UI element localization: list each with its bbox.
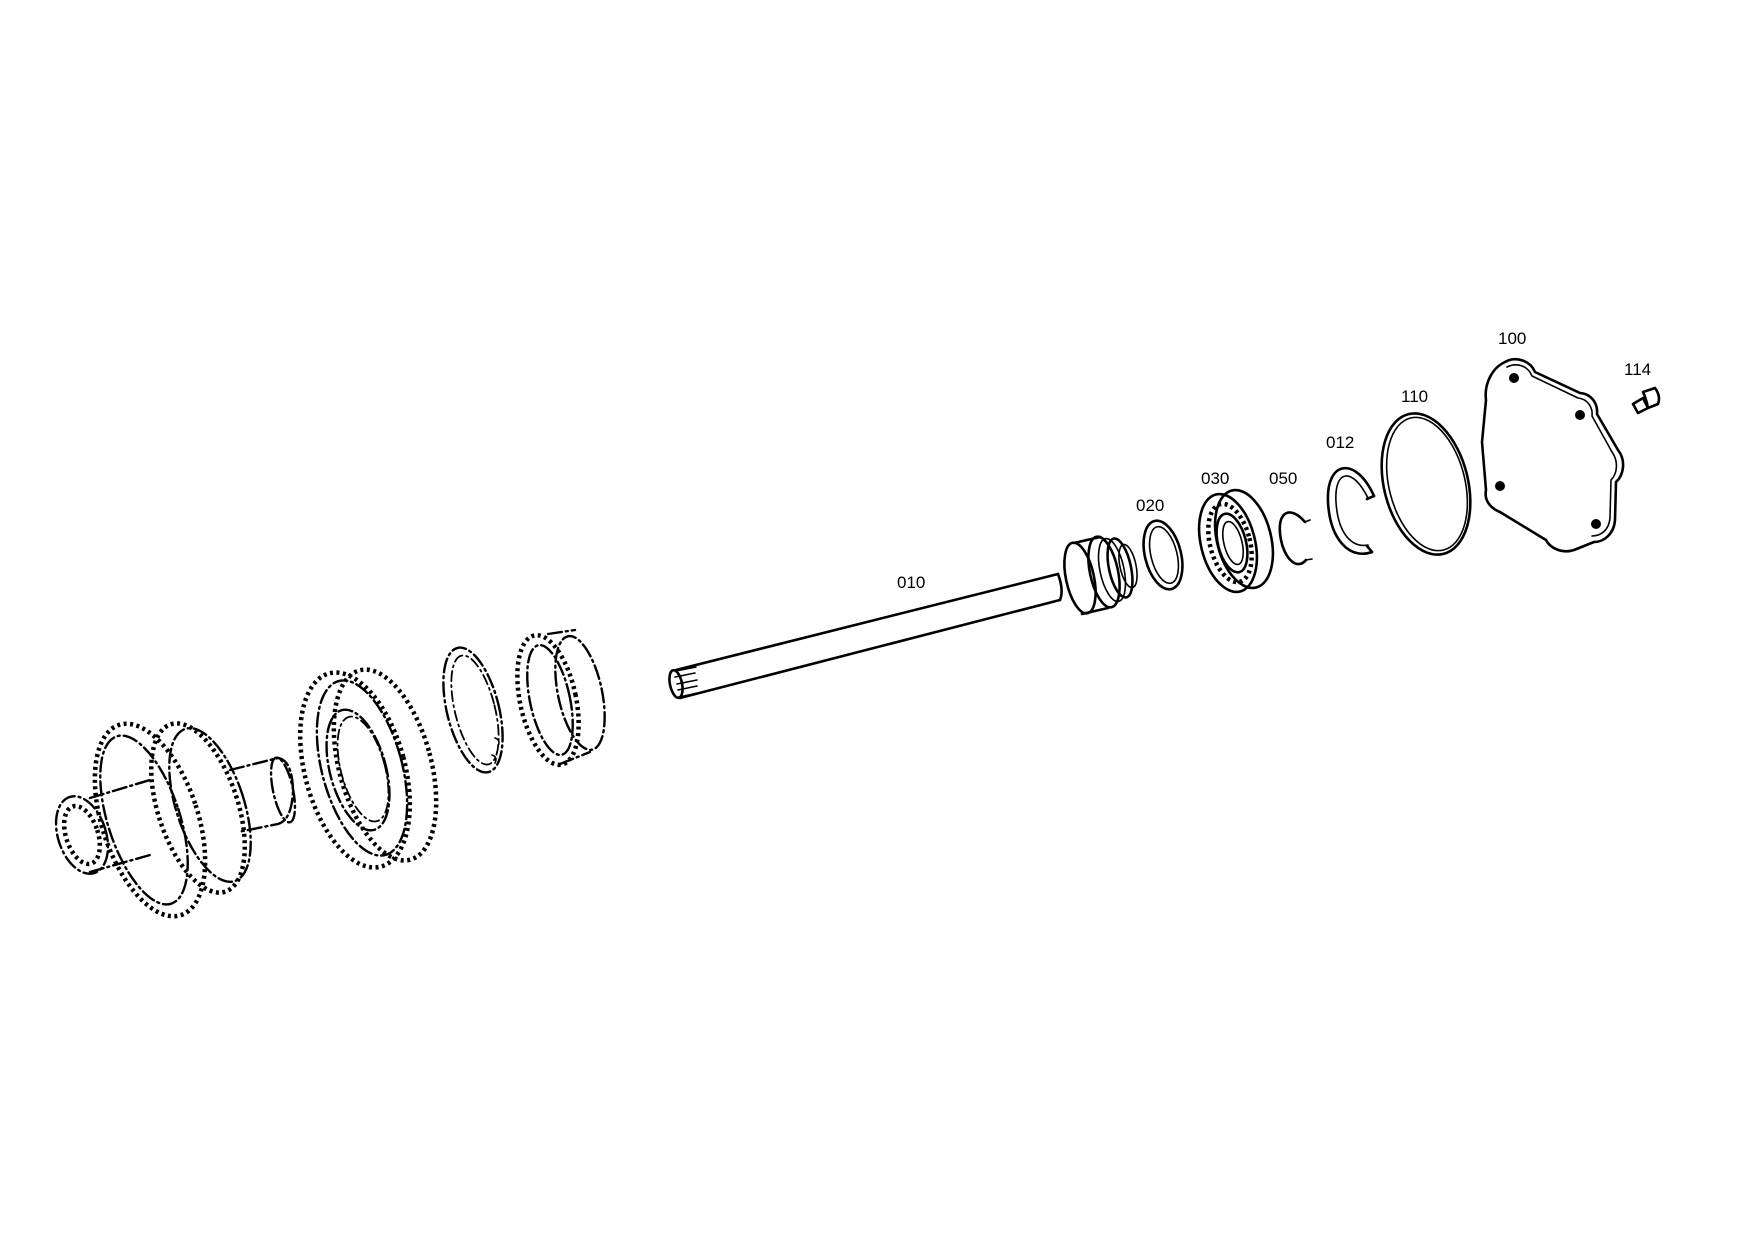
shaft-collar-groove1 [1097, 537, 1127, 603]
part-050-circlip [1278, 511, 1313, 566]
large-gear-rim [315, 679, 409, 857]
large-gear-bore-inner [336, 715, 390, 823]
cluster-gear-back [148, 721, 248, 895]
cluster-hub-ring [54, 795, 110, 875]
ghost-gear-cluster [54, 721, 297, 919]
large-gear-teeth-back [331, 667, 439, 863]
part-012-retaining-ring [1326, 466, 1376, 555]
race-back [554, 634, 606, 752]
shaft-collar-back [1087, 535, 1121, 609]
part-010-shaft [668, 535, 1138, 700]
shaft-shoulder [1056, 572, 1063, 602]
bearing-inner-race [1215, 512, 1249, 574]
label-110: 110 [1401, 387, 1428, 406]
cover-bolt-hole-2 [1575, 410, 1585, 420]
part-030-bearing [1197, 488, 1275, 594]
snap-ring-inner [450, 654, 500, 766]
cluster-shaft-end [269, 756, 297, 824]
race-sides [546, 628, 592, 766]
shaft-body [674, 572, 1062, 700]
cover-bolt-hole-4 [1495, 481, 1505, 491]
circlip-050 [1278, 511, 1308, 566]
label-050: 050 [1269, 469, 1297, 488]
large-gear-teeth-front [297, 670, 413, 870]
shaft-collar-front [1063, 541, 1097, 615]
bearing-ball-track [1206, 501, 1254, 585]
snap-ring-tips [491, 737, 500, 764]
o-ring-110-outer [1380, 412, 1472, 556]
cover-bolt-hole-3 [1591, 519, 1601, 529]
part-100-cover-plate [1480, 358, 1625, 553]
part-114-plug [1631, 386, 1661, 415]
cluster-hub-body [88, 778, 152, 874]
bearing-bore [1221, 520, 1245, 566]
ring-012-body [1326, 466, 1376, 555]
cluster-gear-back-rim [168, 726, 252, 884]
ring-012-inner [1335, 475, 1369, 547]
part-110-o-ring [1380, 412, 1472, 556]
shaft-spline-lines [674, 666, 699, 698]
cluster-shaft-body [228, 756, 295, 834]
large-gear-bore [325, 708, 391, 832]
cluster-gear-teeth [92, 721, 208, 919]
ring-020-outer [1142, 519, 1184, 591]
shaft-collar-end [1118, 543, 1138, 589]
shaft-splined-end [668, 668, 684, 700]
cluster-gear-front [99, 734, 189, 906]
ghost-gear-large [297, 667, 439, 870]
label-030: 030 [1201, 469, 1229, 488]
snap-ring-outer [442, 646, 504, 774]
part-020-ring [1142, 519, 1184, 591]
cover-bolt-hole-1 [1509, 373, 1519, 383]
ghost-snap-ring [442, 646, 504, 774]
label-020: 020 [1136, 496, 1164, 515]
race-inner [526, 643, 574, 757]
label-100: 100 [1498, 329, 1526, 348]
label-010: 010 [897, 573, 925, 592]
plug-head [1641, 386, 1661, 410]
label-114: 114 [1624, 360, 1651, 379]
ring-012-ends [1365, 494, 1376, 554]
cover-plate-inner [1506, 364, 1618, 537]
race-gear-teeth [515, 632, 581, 768]
o-ring-110-inner [1385, 416, 1469, 552]
ring-020-inner [1148, 525, 1180, 585]
circlip-050-ends [1304, 519, 1313, 561]
ghost-bearing-race [515, 628, 606, 768]
shaft-collar-groove2 [1106, 537, 1134, 599]
cover-plate-outline [1480, 358, 1625, 553]
label-012: 012 [1326, 433, 1354, 452]
bearing-outer-front [1197, 492, 1259, 594]
cluster-hub-end [61, 803, 103, 867]
